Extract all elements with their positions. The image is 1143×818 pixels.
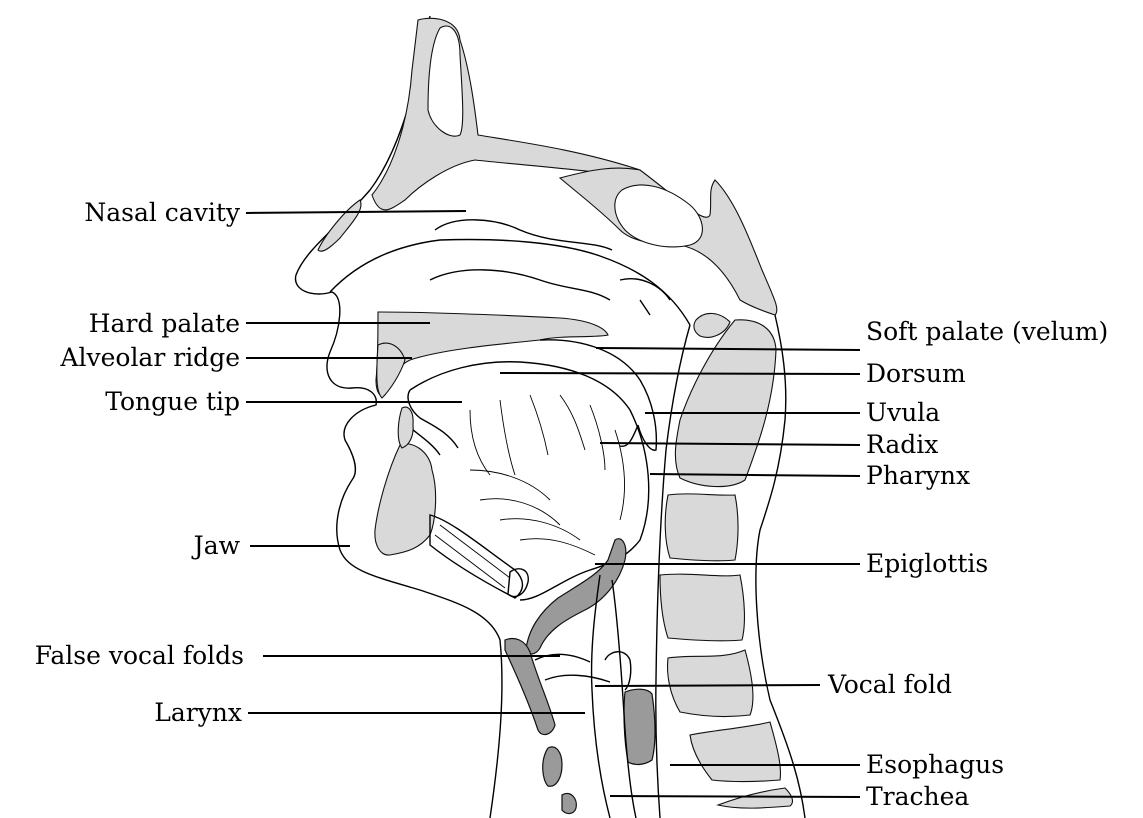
vocal-fold-line[interactable]: [545, 675, 610, 682]
hyoid-muscle-line-2: [435, 535, 505, 588]
label-epiglottis: Epiglottis: [866, 549, 988, 578]
vertebra-c5: [668, 650, 753, 716]
tracheal-ring-2: [562, 793, 576, 813]
label-soft-palate: Soft palate (velum): [866, 317, 1108, 346]
leader-trachea: [610, 796, 860, 797]
vertebra-c4: [660, 574, 744, 641]
label-radix: Radix: [866, 430, 938, 459]
label-tongue-tip: Tongue tip: [105, 387, 240, 416]
arytenoid-cartilage: [624, 689, 655, 764]
label-alveolar-ridge: Alveolar ridge: [59, 343, 240, 372]
turbinate-3: [620, 279, 670, 300]
label-larynx: Larynx: [154, 698, 242, 727]
upper-teeth: [377, 343, 405, 398]
tracheal-ring-1: [543, 747, 562, 786]
label-pharynx: Pharynx: [866, 461, 970, 490]
leader-dorsum: [500, 373, 860, 374]
vertebra-c6: [690, 722, 781, 782]
label-esophagus: Esophagus: [866, 750, 1004, 779]
hyoid-muscle-line-1: [440, 525, 510, 578]
label-dorsum: Dorsum: [866, 359, 966, 388]
leader-radix: [600, 443, 860, 445]
sphenoid-sinus: [615, 185, 703, 247]
leader-vocal-fold: [595, 685, 820, 686]
thyroid-cartilage[interactable]: [505, 639, 555, 735]
lower-tooth: [398, 407, 413, 448]
labels: Nasal cavity Hard palate Alveolar ridge …: [35, 198, 1109, 811]
anatomy-drawing: [295, 16, 805, 818]
tongue-tip: [408, 390, 458, 448]
label-false-vocal-folds: False vocal folds: [35, 641, 244, 670]
label-jaw: Jaw: [191, 531, 241, 560]
leader-soft-palate: [596, 348, 860, 350]
label-nasal-cavity: Nasal cavity: [84, 198, 241, 227]
leader-nasal-cavity: [246, 211, 466, 213]
nasal-cartilage: [318, 200, 361, 251]
vertebra-c2: [675, 320, 776, 487]
vertebra-c3: [665, 494, 738, 561]
label-uvula: Uvula: [866, 398, 940, 427]
soft-palate[interactable]: [540, 340, 656, 450]
turbinate-4: [640, 300, 650, 315]
turbinate-1: [435, 220, 612, 250]
mandible-bone[interactable]: [375, 444, 436, 555]
vertebrae: [660, 313, 792, 808]
epiglottis-cartilage[interactable]: [526, 539, 626, 654]
turbinate-2: [430, 270, 610, 300]
label-hard-palate: Hard palate: [89, 309, 240, 338]
throat-front: [592, 575, 610, 818]
label-vocal-fold: Vocal fold: [827, 670, 952, 699]
tongue-fibers: [470, 395, 625, 555]
vertebra-c7: [718, 788, 792, 808]
hard-palate[interactable]: [376, 312, 608, 396]
label-trachea: Trachea: [866, 782, 969, 811]
pharynx-anterior-wall: [656, 325, 690, 818]
arytenoid: [605, 652, 631, 690]
